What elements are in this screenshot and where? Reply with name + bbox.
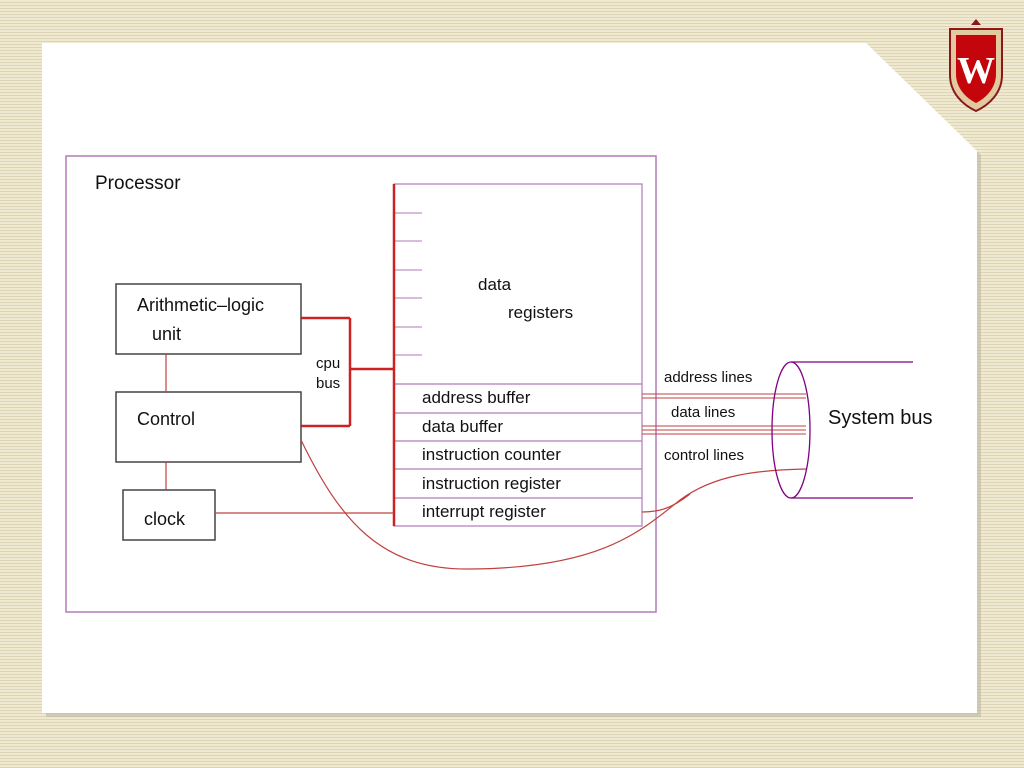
data-registers-label-line2: registers bbox=[508, 303, 574, 322]
control-lines-label: control lines bbox=[664, 447, 745, 464]
processor-label: Processor bbox=[95, 173, 181, 194]
register-address-buffer: address buffer bbox=[422, 388, 531, 407]
alu-label-line2: unit bbox=[152, 324, 182, 344]
data-registers-label-line1: data bbox=[478, 275, 512, 294]
data-lines-label: data lines bbox=[671, 404, 736, 421]
register-data-buffer: data buffer bbox=[422, 417, 503, 436]
register-instruction-register: instruction register bbox=[422, 474, 561, 493]
cpu-bus-label-line2: bus bbox=[316, 375, 341, 392]
clock-label: clock bbox=[144, 509, 186, 529]
control-label: Control bbox=[137, 409, 196, 429]
address-lines-label: address lines bbox=[664, 369, 753, 386]
register-instruction-counter: instruction counter bbox=[422, 445, 561, 464]
system-bus-label: System bus bbox=[828, 407, 933, 429]
register-interrupt-register: interrupt register bbox=[422, 502, 546, 521]
slide-panel bbox=[42, 43, 977, 713]
uw-crest-icon: W bbox=[949, 19, 1003, 113]
crest-letter: W bbox=[957, 50, 995, 92]
alu-label-line1: Arithmetic–logic bbox=[137, 295, 265, 315]
cpu-bus-label-line1: cpu bbox=[316, 355, 341, 372]
